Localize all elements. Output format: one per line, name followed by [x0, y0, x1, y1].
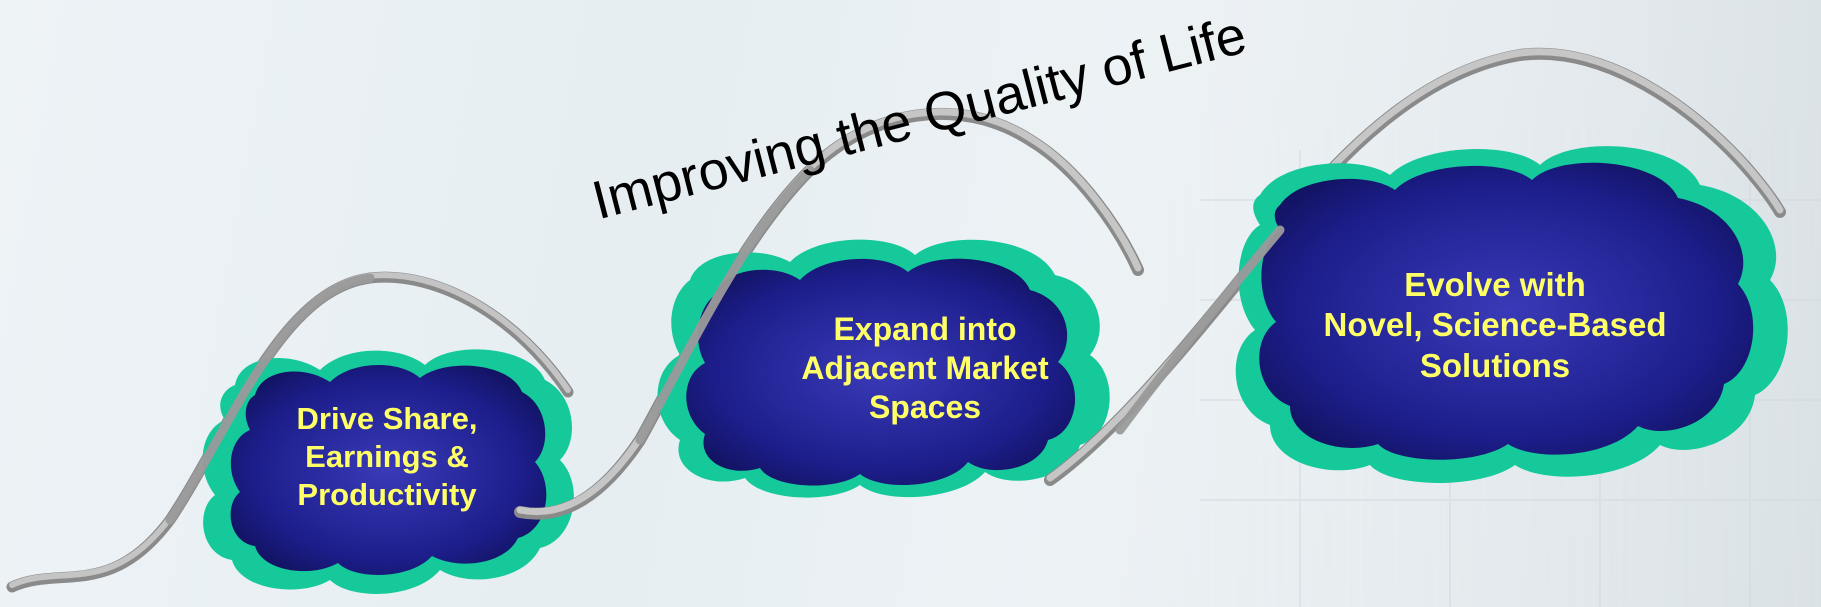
- stage-2-label-line-3: Spaces: [868, 389, 982, 426]
- wave-overlay-1: [165, 273, 375, 525]
- stage-1-label-line-2: Earnings &: [305, 438, 469, 474]
- stage-1-label-line-3: Productivity: [297, 476, 477, 512]
- wave-overlay-3: [1115, 225, 1285, 435]
- stage-1-cloud: [202, 349, 574, 594]
- wave-overlay-2: [635, 165, 815, 445]
- stage-1-label-line-1: Drive Share,: [296, 401, 478, 436]
- stage-2-cloud-body: [686, 258, 1076, 486]
- stage-3-label-line-3: Solutions: [1419, 346, 1571, 384]
- stage-3-label-line-1: Evolve with: [1404, 266, 1586, 303]
- stage-2-label-line-1: Expand into: [833, 311, 1017, 347]
- stage-2-label-line-2: Adjacent Market: [801, 350, 1049, 387]
- stage-1-label: Drive Share, Earnings & Productivity: [262, 400, 512, 513]
- stage-3-label-line-2: Novel, Science-Based: [1323, 306, 1667, 344]
- stage-3-label: Evolve with Novel, Science-Based Solutio…: [1290, 265, 1700, 386]
- stage-1-cloud-body: [230, 364, 547, 575]
- stage-2-cloud: [657, 239, 1110, 498]
- stage-2-label: Expand into Adjacent Market Spaces: [775, 310, 1075, 427]
- stage-3-cloud: [1235, 146, 1788, 484]
- stage-3-cloud-body: [1259, 162, 1754, 460]
